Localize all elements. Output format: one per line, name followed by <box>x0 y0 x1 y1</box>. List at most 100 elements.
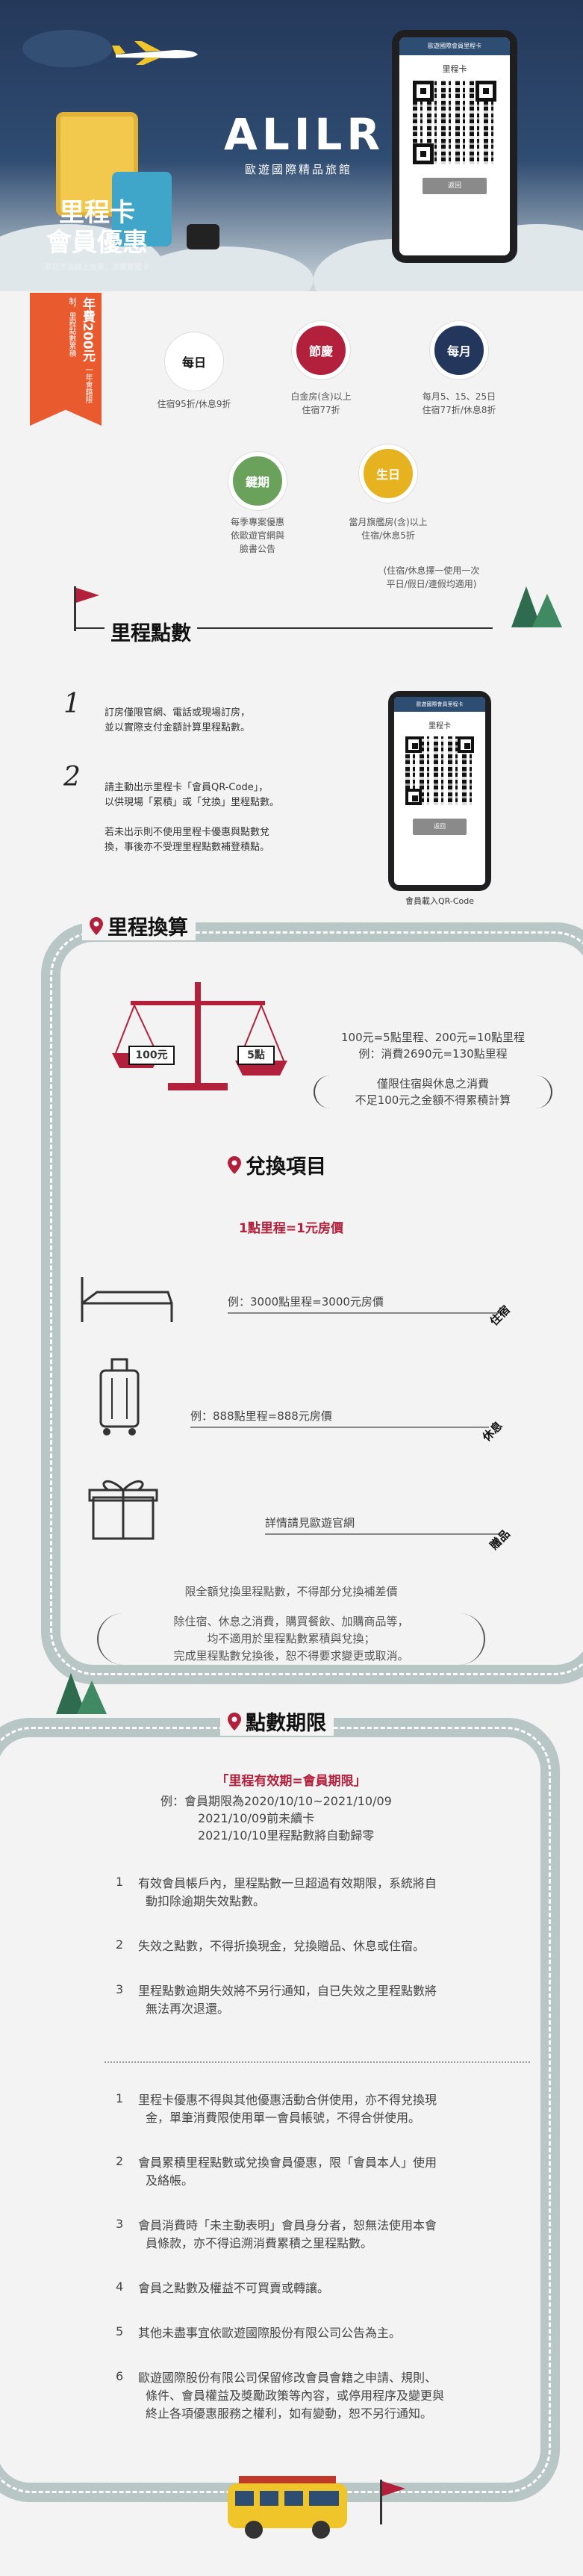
list-item-line: 里程點數逾期失效將不另行通知，自已失效之里程點數將 <box>138 1984 437 1998</box>
redeem-note-line: 均不適用於里程點數累積與兌換； <box>207 1632 375 1645</box>
list-item-line: 無法再次退還。 <box>146 2002 230 2016</box>
title-line-1: 里程卡 <box>59 198 135 228</box>
example-line: 2021/10/10里程點數將自動歸零 <box>198 1828 375 1843</box>
example-line: 2021/10/09前未續卡 <box>198 1811 315 1825</box>
benefit-desc: 當月旗艦房(含)以上住宿/休息5折 <box>321 515 455 542</box>
redeem-heading: 兌換項目 <box>220 1150 334 1179</box>
list-item: 失效之點數，不得折換現金，兌換贈品、休息或住宿。 <box>138 1937 541 1955</box>
list-item: 其他未盡事宜依歐遊國際股份有限公司公告為主。 <box>138 2324 541 2342</box>
list-number: 3 <box>116 2217 124 2231</box>
ribbon-sub: 一年會籍限制，里程點數累積 <box>67 297 92 404</box>
benefit-circle: 每日 <box>165 332 223 391</box>
points-title: 里程點數 <box>105 617 197 646</box>
benefit-desc-line: 當月旗艦房(含)以上 <box>349 517 428 527</box>
benefit-desc: 每月5、15、25日住宿77折/休息8折 <box>392 390 526 417</box>
phone-caption: 會員載入QR-Code <box>405 896 474 906</box>
bus-icon <box>228 2476 347 2539</box>
luggage-icon <box>99 1358 140 1436</box>
scale-icon <box>112 982 287 1090</box>
flag-icon <box>74 586 99 631</box>
phone-back-button[interactable]: 返回 <box>423 178 487 194</box>
text-line: 以供現場「累積」或「兌換」里程點數。 <box>105 797 280 808</box>
benefit-circle: 節慶 <box>292 321 350 379</box>
list-item-line: 失效之點數，不得折換現金，兌換贈品、休息或住宿。 <box>138 1939 425 1953</box>
benefit-desc-line: 住宿77折 <box>302 405 340 415</box>
location-pin-icon <box>228 1155 241 1174</box>
phone-screen: 歐遊國際會員里程卡 里程卡 返回 <box>394 697 485 885</box>
phone-screen: 歐遊國際會員里程卡 里程卡 返回 <box>399 37 510 255</box>
benefit-desc-line: 住宿77折/休息8折 <box>422 405 496 415</box>
exchange-rules: 100元=5點里程、200元=10點里程 例：消費2690元=130點里程 <box>321 1029 545 1062</box>
list-item-line: 有效會員帳戶內，里程點數一旦超過有效期限，系統將自 <box>138 1876 437 1890</box>
exchange-note-line: 不足100元之金額不得累積計算 <box>355 1093 511 1107</box>
phone-card-label: 里程卡 <box>442 64 467 74</box>
exchange-heading: 里程換算 <box>82 911 196 940</box>
step-2-text: 請主動出示里程卡「會員QR-Code」， 以供現場「累積」或「兌換」里程點數。 <box>105 780 351 810</box>
list-item-line: 里程卡優惠不得與其他優惠活動合併使用，亦不得兌換現 <box>138 2093 437 2107</box>
benefit-name: 生日 <box>375 468 400 482</box>
birthday-note-line: (住宿/休息擇一使用一次 <box>383 565 480 576</box>
airplane-icon <box>112 41 198 65</box>
list-number: 5 <box>116 2324 124 2338</box>
qr-code <box>405 736 474 805</box>
benefit-desc: 每季專案優惠依歐遊官網與臉書公告 <box>190 515 325 556</box>
flag-icon <box>380 2480 405 2524</box>
redeem-example: 例：3000點里程=3000元房價 <box>228 1294 504 1314</box>
benefit-desc: 住宿95折/休息9折 <box>127 397 261 411</box>
suitcase-icon <box>112 172 172 246</box>
expiry-example: 例：會員期限為2020/10/10~2021/10/09 2021/10/09前… <box>160 1793 474 1844</box>
list-number: 6 <box>116 2369 124 2383</box>
annual-fee-ribbon <box>30 293 102 426</box>
benefit-name: 每日 <box>181 356 206 370</box>
list-item-line: 會員消費時「未主動表明」會員身分者，恕無法使用本會 <box>138 2218 437 2232</box>
text-line: 訂房僅限官網、電話或現場訂房， <box>105 707 251 719</box>
benefit-desc-line: 白金房(含)以上 <box>290 391 352 402</box>
list-item: 會員累積里程點數或兌換會員優惠，限「會員本人」使用及絡帳。 <box>138 2154 541 2190</box>
redeem-title: 兌換項目 <box>246 1155 326 1179</box>
location-pin-icon <box>228 1712 241 1731</box>
expiry-highlight: 「里程有效期=會員期限」 <box>216 1774 367 1789</box>
title-line-2: 會員優惠 <box>46 228 148 258</box>
phone-card-label: 里程卡 <box>428 722 451 730</box>
redeem-rate: 1點里程=1元房價 <box>239 1221 343 1236</box>
redeem-example: 例：888點里程=888元房價 <box>190 1408 489 1428</box>
step-1-text: 訂房僅限官網、電話或現場訂房， 並以實際支付金額計算里程點數。 <box>105 706 343 736</box>
phone-mockup: 歐遊國際會員里程卡 里程卡 返回 <box>392 30 517 263</box>
list-number: 1 <box>116 2091 124 2105</box>
hero-banner: ALILR 歐遊國際精品旅館 歐遊國際會員里程卡 里程卡 返回 里程卡 會員優惠… <box>0 0 583 291</box>
step-number: 1 <box>63 689 81 719</box>
brand-logo: ALILR 歐遊國際精品旅館 <box>224 112 380 177</box>
exchange-note: 僅限住宿與休息之消費 不足100元之金額不得累積計算 <box>314 1076 552 1108</box>
benefit-name: 鍵期 <box>245 475 269 489</box>
phone-back-button[interactable]: 返回 <box>413 819 467 835</box>
text-line: 若未出示則不使用里程卡優惠與點數兌 <box>105 827 270 838</box>
cloud-shape <box>22 30 112 67</box>
ribbon-text: 年費200元 一年會籍限制，里程點數累積 <box>36 297 96 409</box>
logo-subtitle: 歐遊國際精品旅館 <box>244 163 352 176</box>
bed-icon <box>81 1277 173 1322</box>
ribbon-main: 年費200元 <box>80 297 95 362</box>
step-2-note: 若未出示則不使用里程卡優惠與點數兌 換，事後亦不受理里程點數補登積點。 <box>105 825 351 855</box>
tree-icon <box>56 1673 107 1714</box>
text-line: 並以實際支付金額計算里程點數。 <box>105 722 251 733</box>
list-item-line: 條件、會員權益及獎勵政策等內容，或停用程序及變更與 <box>146 2389 445 2403</box>
redeem-note-line: 完成里程點數兌換後，恕不得要求變更或取消。 <box>173 1649 409 1663</box>
list-item-line: 動扣除逾期失效點數。 <box>146 1894 266 1908</box>
list-item: 里程點數逾期失效將不另行通知，自已失效之里程點數將無法再次退還。 <box>138 1982 541 2018</box>
list-item: 會員消費時「未主動表明」會員身分者，恕無法使用本會員條款，亦不得追溯消費累積之里… <box>138 2217 541 2253</box>
benefit-desc-line: 每季專案優惠 <box>230 517 284 527</box>
tree-icon <box>511 586 562 627</box>
member-title: 里程卡 會員優惠 享紅卡為線上會員，消費實體卡 <box>22 198 172 272</box>
example-line: 例：會員期限為2020/10/10~2021/10/09 <box>160 1794 392 1808</box>
list-item: 里程卡優惠不得與其他優惠活動合併使用，亦不得兌換現金，單筆消費限使用單一會員帳號… <box>138 2091 541 2127</box>
benefit-circle: 每月 <box>430 321 488 379</box>
benefit-desc-line: 住宿95折/休息9折 <box>157 399 231 409</box>
exchange-note-line: 僅限住宿與休息之消費 <box>376 1077 489 1090</box>
redeem-note-head: 限全額兌換里程點數，不得部分兌換補差價 <box>184 1585 398 1598</box>
section-line <box>75 627 493 629</box>
benefit-name: 每月 <box>446 344 471 359</box>
list-item-line: 員條款，亦不得追溯消費累積之里程點數。 <box>146 2236 373 2250</box>
divider <box>105 2061 530 2063</box>
scale-right-label: 5點 <box>237 1046 275 1065</box>
phone-header: 歐遊國際會員里程卡 <box>399 37 510 55</box>
